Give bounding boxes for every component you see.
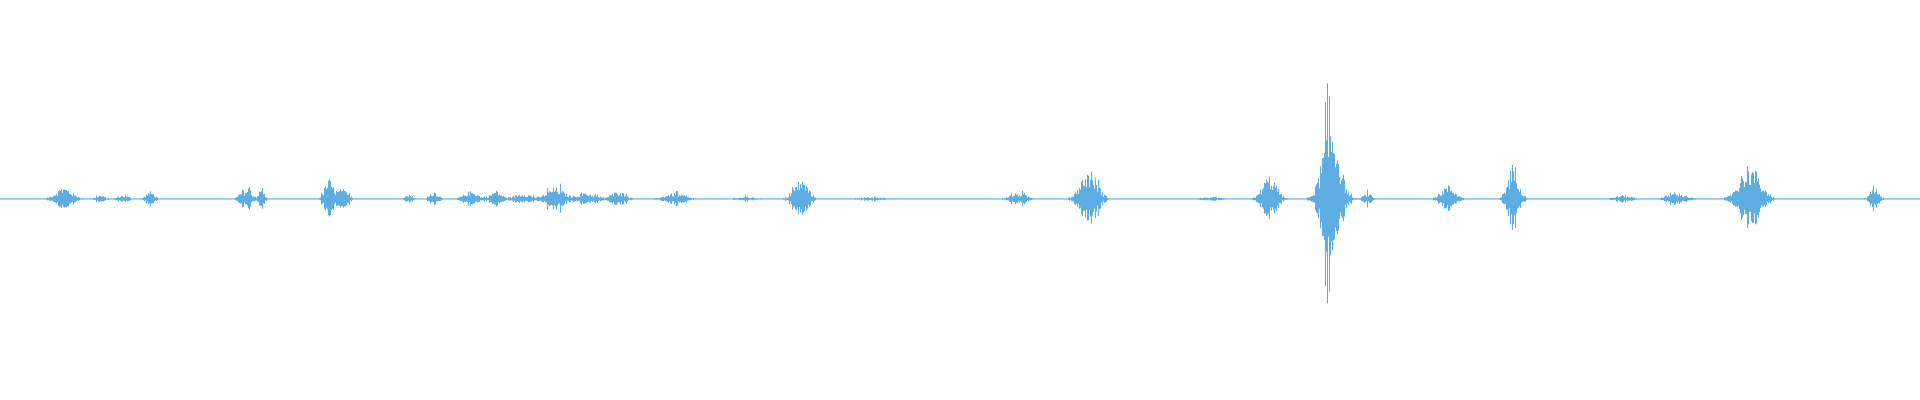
waveform-signal <box>0 83 1920 304</box>
